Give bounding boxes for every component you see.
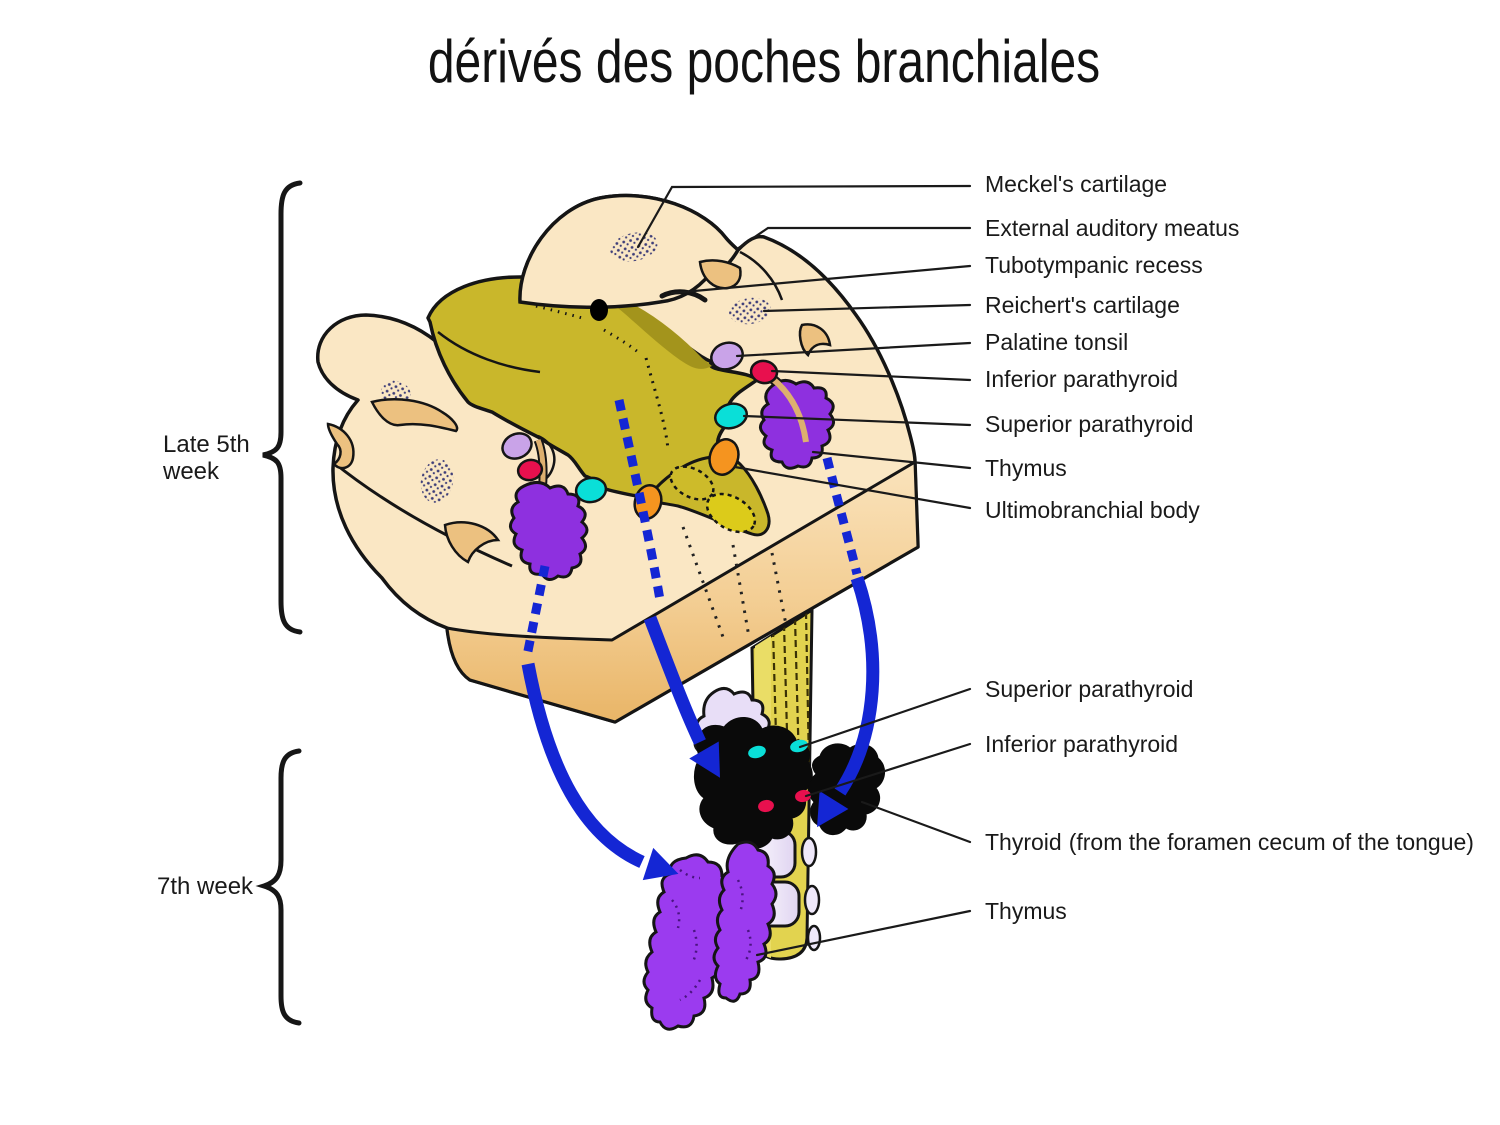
leader-sup-parathyroid-lower: [798, 687, 972, 749]
arrowhead: [642, 847, 679, 881]
label-thymus-lower: Thymus: [985, 898, 1067, 924]
leader-eam: [735, 226, 972, 251]
leader-palatine-tonsil: [735, 341, 972, 358]
leader-thyroid: [860, 800, 972, 844]
label-meckels-cartilage: Meckel's cartilage: [985, 171, 1167, 197]
migration-arrow-middle: [643, 615, 706, 745]
leader-inf-parathyroid-lower: [804, 742, 972, 798]
leader-lines: [636, 184, 972, 957]
migration-arrow-left: [521, 662, 645, 868]
dashed-migration-path: [522, 399, 862, 657]
inferior-parathyroid-shape: [795, 789, 811, 803]
arrowhead: [817, 790, 849, 828]
thymus-texture: [671, 869, 752, 1002]
arrowhead: [689, 741, 720, 778]
leader-thymus-upper: [811, 450, 972, 470]
label-thyroid: Thyroid (from the foramen cecum of the to…: [985, 829, 1474, 855]
migration-arrow-right: [834, 575, 880, 796]
superior-parathyroid-shape: [574, 476, 608, 504]
leader-inf-parathyroid: [770, 369, 972, 382]
label-thyroid-note: (from the foramen cecum of the tongue): [1069, 829, 1474, 855]
label-inferior-parathyroid-upper: Inferior parathyroid: [985, 366, 1178, 392]
stage-label-late-5th-week-line2: week: [162, 458, 220, 485]
migration-arrows: [521, 575, 880, 881]
superior-parathyroid-shape: [713, 402, 749, 430]
page-title: dérivés des poches branchiales: [428, 28, 1100, 95]
thyroid-shape: [694, 717, 813, 849]
black-dot-marker: [590, 299, 608, 321]
thymus-primordium-shape: [708, 438, 740, 476]
annotation-labels: Meckel's cartilage External auditory mea…: [985, 171, 1474, 924]
brace-7th-week: [255, 748, 302, 1026]
meckels-cartilage-stipple: [610, 232, 658, 262]
leader-thymus-lower: [755, 909, 972, 957]
ultimobranchial-body-shape: [669, 465, 715, 501]
cut-block-face: [445, 460, 920, 724]
superior-parathyroid-shape: [748, 745, 766, 759]
brace-late-5th-week: [262, 180, 303, 635]
leader-ultimobranchial: [733, 465, 972, 510]
label-tubotympanic-recess: Tubotympanic recess: [985, 252, 1203, 278]
thymus-right-shape: [759, 379, 835, 470]
cartilage-crescent: [443, 521, 501, 564]
inferior-parathyroid-shape: [516, 458, 544, 482]
label-reicherts-cartilage: Reichert's cartilage: [985, 292, 1180, 318]
label-superior-parathyroid-lower: Superior parathyroid: [985, 676, 1193, 702]
palatine-tonsil-shape: [710, 341, 744, 371]
label-palatine-tonsil: Palatine tonsil: [985, 329, 1128, 355]
leader-meckels: [636, 184, 972, 249]
label-thyroid-word: Thyroid: [985, 829, 1062, 855]
7th-week-figure: [642, 607, 885, 1031]
inferior-parathyroid-shape: [758, 799, 774, 813]
pharynx-canal-shade: [618, 300, 712, 369]
leader-reicherts: [762, 303, 972, 313]
inferior-parathyroid-shape: [749, 359, 779, 385]
tongue-fold-line: [437, 331, 541, 374]
cartilage-antler: [370, 398, 459, 433]
ear-fold-line: [739, 250, 784, 301]
late-5th-week-figure: [316, 193, 920, 724]
leader-sup-parathyroid: [742, 414, 972, 427]
label-thymus-upper: Thymus: [985, 455, 1067, 481]
superior-parathyroid-shape: [790, 739, 808, 753]
label-superior-parathyroid-upper: Superior parathyroid: [985, 411, 1193, 437]
palatine-tonsil-shape: [501, 432, 533, 460]
thymus-lobe-shape: [712, 840, 778, 1003]
arch-fold-line: [332, 460, 513, 568]
dotted-migration-path: [681, 526, 791, 641]
reicherts-cartilage-stipple: [729, 297, 771, 325]
cartilage-hook: [326, 422, 355, 470]
label-external-auditory-meatus: External auditory meatus: [985, 215, 1239, 241]
ultimobranchial-body-shape: [705, 492, 757, 534]
label-ultimobranchial-body: Ultimobranchial body: [985, 497, 1200, 523]
ear-canal-wedge: [698, 259, 742, 290]
stage-annotations: Late 5th week 7th week: [157, 180, 303, 1026]
leader-tubotympanic: [670, 264, 972, 295]
cartilage-crescent: [798, 323, 832, 358]
label-inferior-parathyroid-lower: Inferior parathyroid: [985, 731, 1178, 757]
stage-label-7th-week: 7th week: [157, 873, 254, 900]
stage-label-late-5th-week-line1: Late 5th: [163, 431, 250, 458]
